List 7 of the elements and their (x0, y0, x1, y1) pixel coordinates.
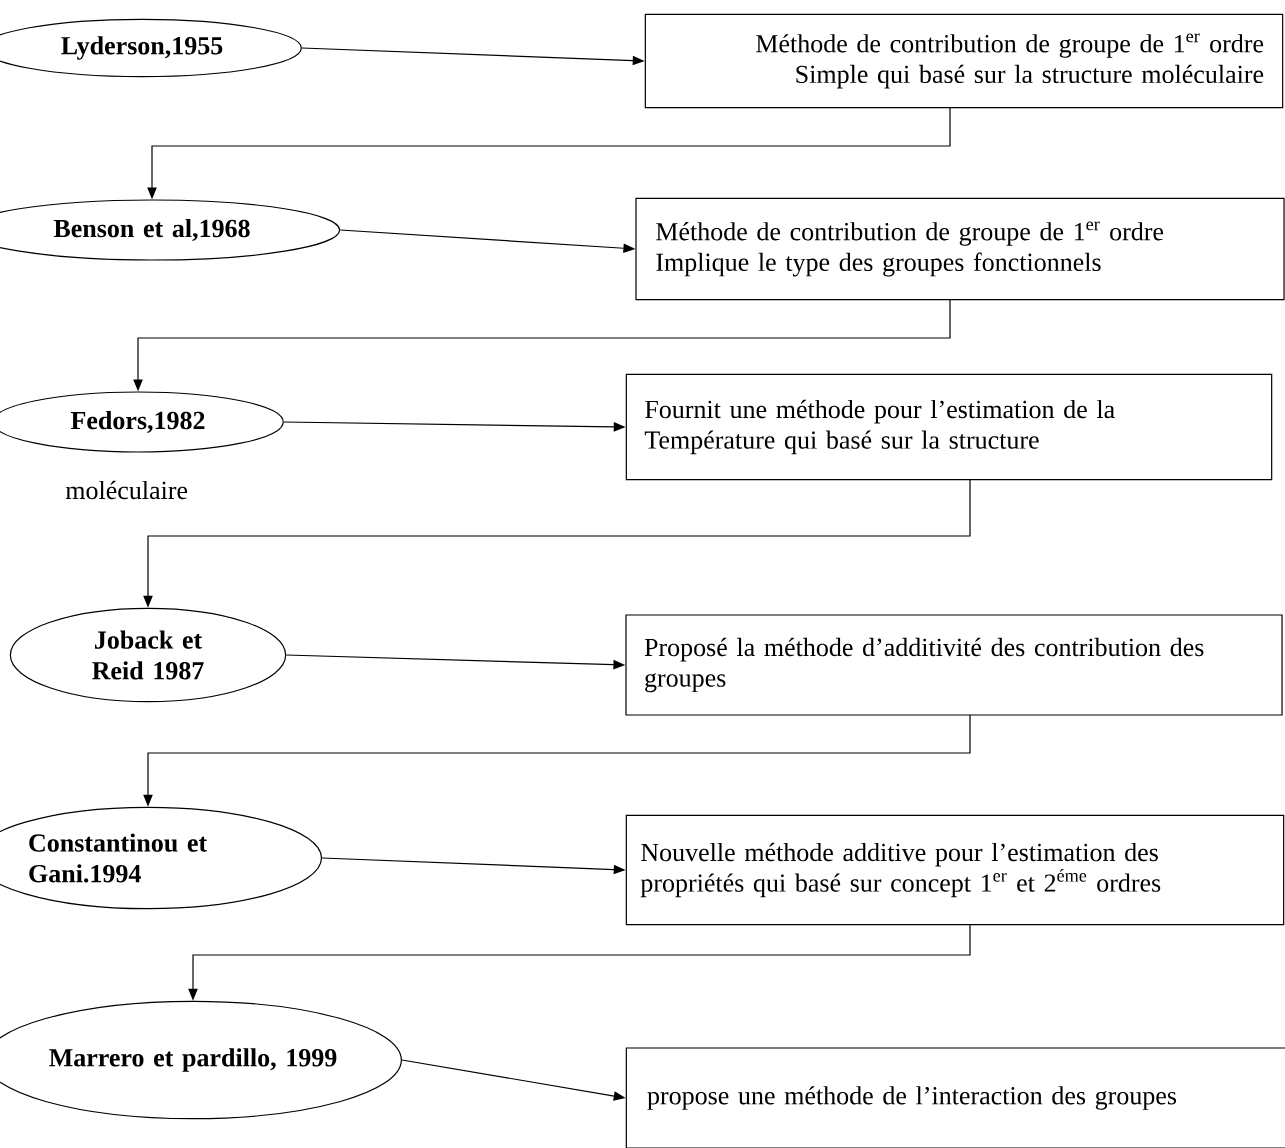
description-box: Fournit une méthode pour l’estimation de la Température qui basé sur la structure (625, 373, 1273, 481)
description-box: Méthode de contribution de groupe de 1$^{er}$ ordre Simple qui basé sur la structure moléculaire (644, 13, 1284, 109)
note-text: moléculaire (65, 480, 188, 500)
description-box: Méthode de contribution de groupe de 1$^{er}$ ordre Implique le type des groupes fonctionnels (635, 197, 1285, 301)
description-box: Nouvelle méthode additive pour l’estimation des propriétés qui basé sur concept 1$^{er}$ et 2$^{éme}$ ordres (625, 814, 1285, 926)
description-box: propose une méthode de l’interaction des groupes (625, 1047, 1285, 1148)
description-box: Proposé la méthode d’additivité des contribution des groupes (625, 614, 1283, 716)
